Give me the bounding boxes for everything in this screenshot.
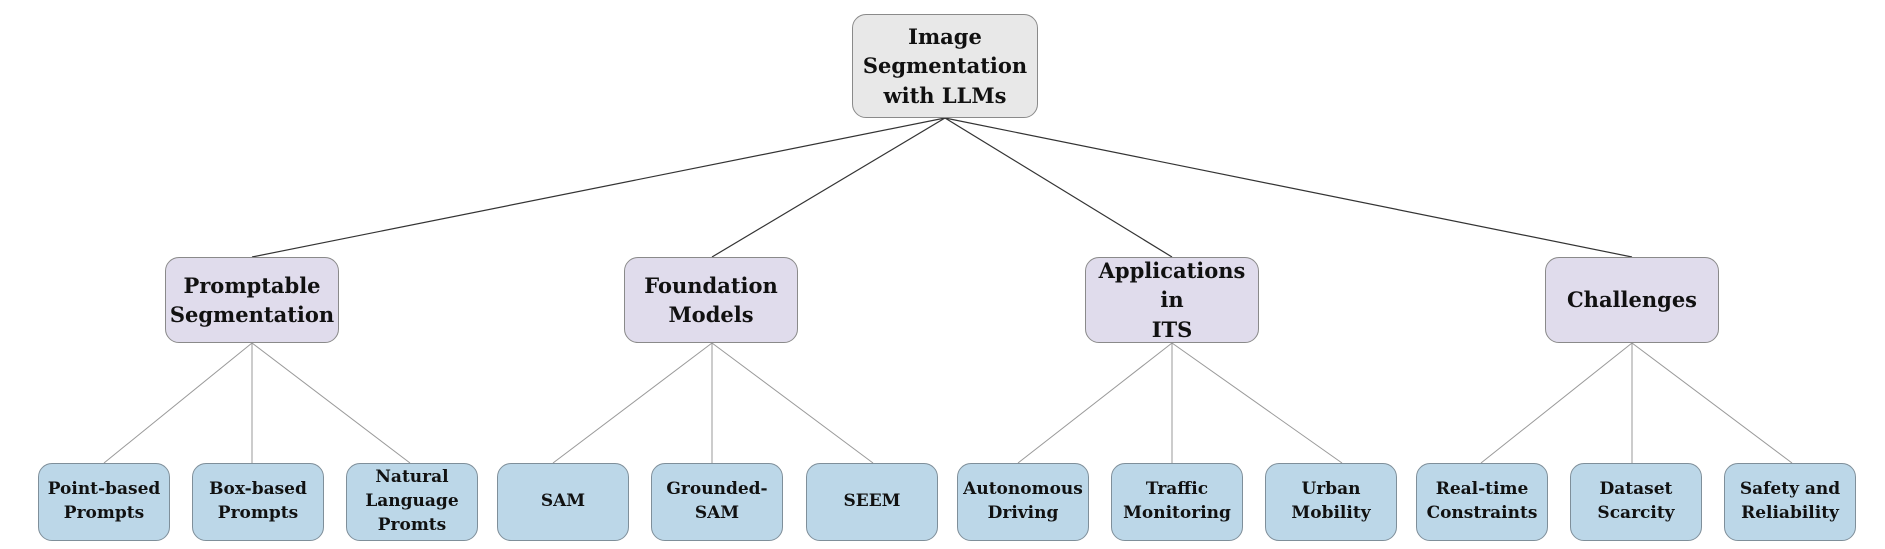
edge-root-cat-2 bbox=[944, 117, 1173, 258]
edge-cat-0-leaf-0 bbox=[103, 342, 253, 464]
leaf-point-based-prompts: Point-based Prompts bbox=[38, 463, 170, 541]
edge-cat-0-leaf-2 bbox=[251, 342, 411, 464]
leaf-traffic-monitoring: Traffic Monitoring bbox=[1111, 463, 1243, 541]
edge-cat-3-leaf-0 bbox=[1480, 342, 1633, 464]
category-promptable-segmentation: Promptable Segmentation bbox=[165, 257, 339, 343]
category-applications-in-its: Applications in ITS bbox=[1085, 257, 1259, 343]
leaf-real-time-constraints: Real-time Constraints bbox=[1416, 463, 1548, 541]
edge-cat-2-leaf-0 bbox=[1017, 342, 1173, 464]
edge-cat-1-leaf-2 bbox=[711, 342, 874, 464]
edge-root-cat-3 bbox=[944, 117, 1633, 258]
leaf-sam: SAM bbox=[497, 463, 629, 541]
root-node: Image Segmentation with LLMs bbox=[852, 14, 1038, 118]
edge-cat-3-leaf-2 bbox=[1631, 342, 1793, 464]
leaf-box-based-prompts: Box-based Prompts bbox=[192, 463, 324, 541]
category-foundation-models: Foundation Models bbox=[624, 257, 798, 343]
leaf-safety-and-reliability: Safety and Reliability bbox=[1724, 463, 1856, 541]
leaf-autonomous-driving: Autonomous Driving bbox=[957, 463, 1089, 541]
edge-root-cat-1 bbox=[711, 117, 946, 258]
leaf-seem: SEEM bbox=[806, 463, 938, 541]
category-challenges: Challenges bbox=[1545, 257, 1719, 343]
leaf-dataset-scarcity: Dataset Scarcity bbox=[1570, 463, 1702, 541]
edge-cat-2-leaf-2 bbox=[1171, 342, 1343, 464]
edge-cat-1-leaf-0 bbox=[552, 342, 713, 464]
leaf-urban-mobility: Urban Mobility bbox=[1265, 463, 1397, 541]
leaf-natural-language-prompts: Natural Language Promts bbox=[346, 463, 478, 541]
leaf-grounded-sam: Grounded- SAM bbox=[651, 463, 783, 541]
edge-root-cat-0 bbox=[251, 117, 946, 258]
